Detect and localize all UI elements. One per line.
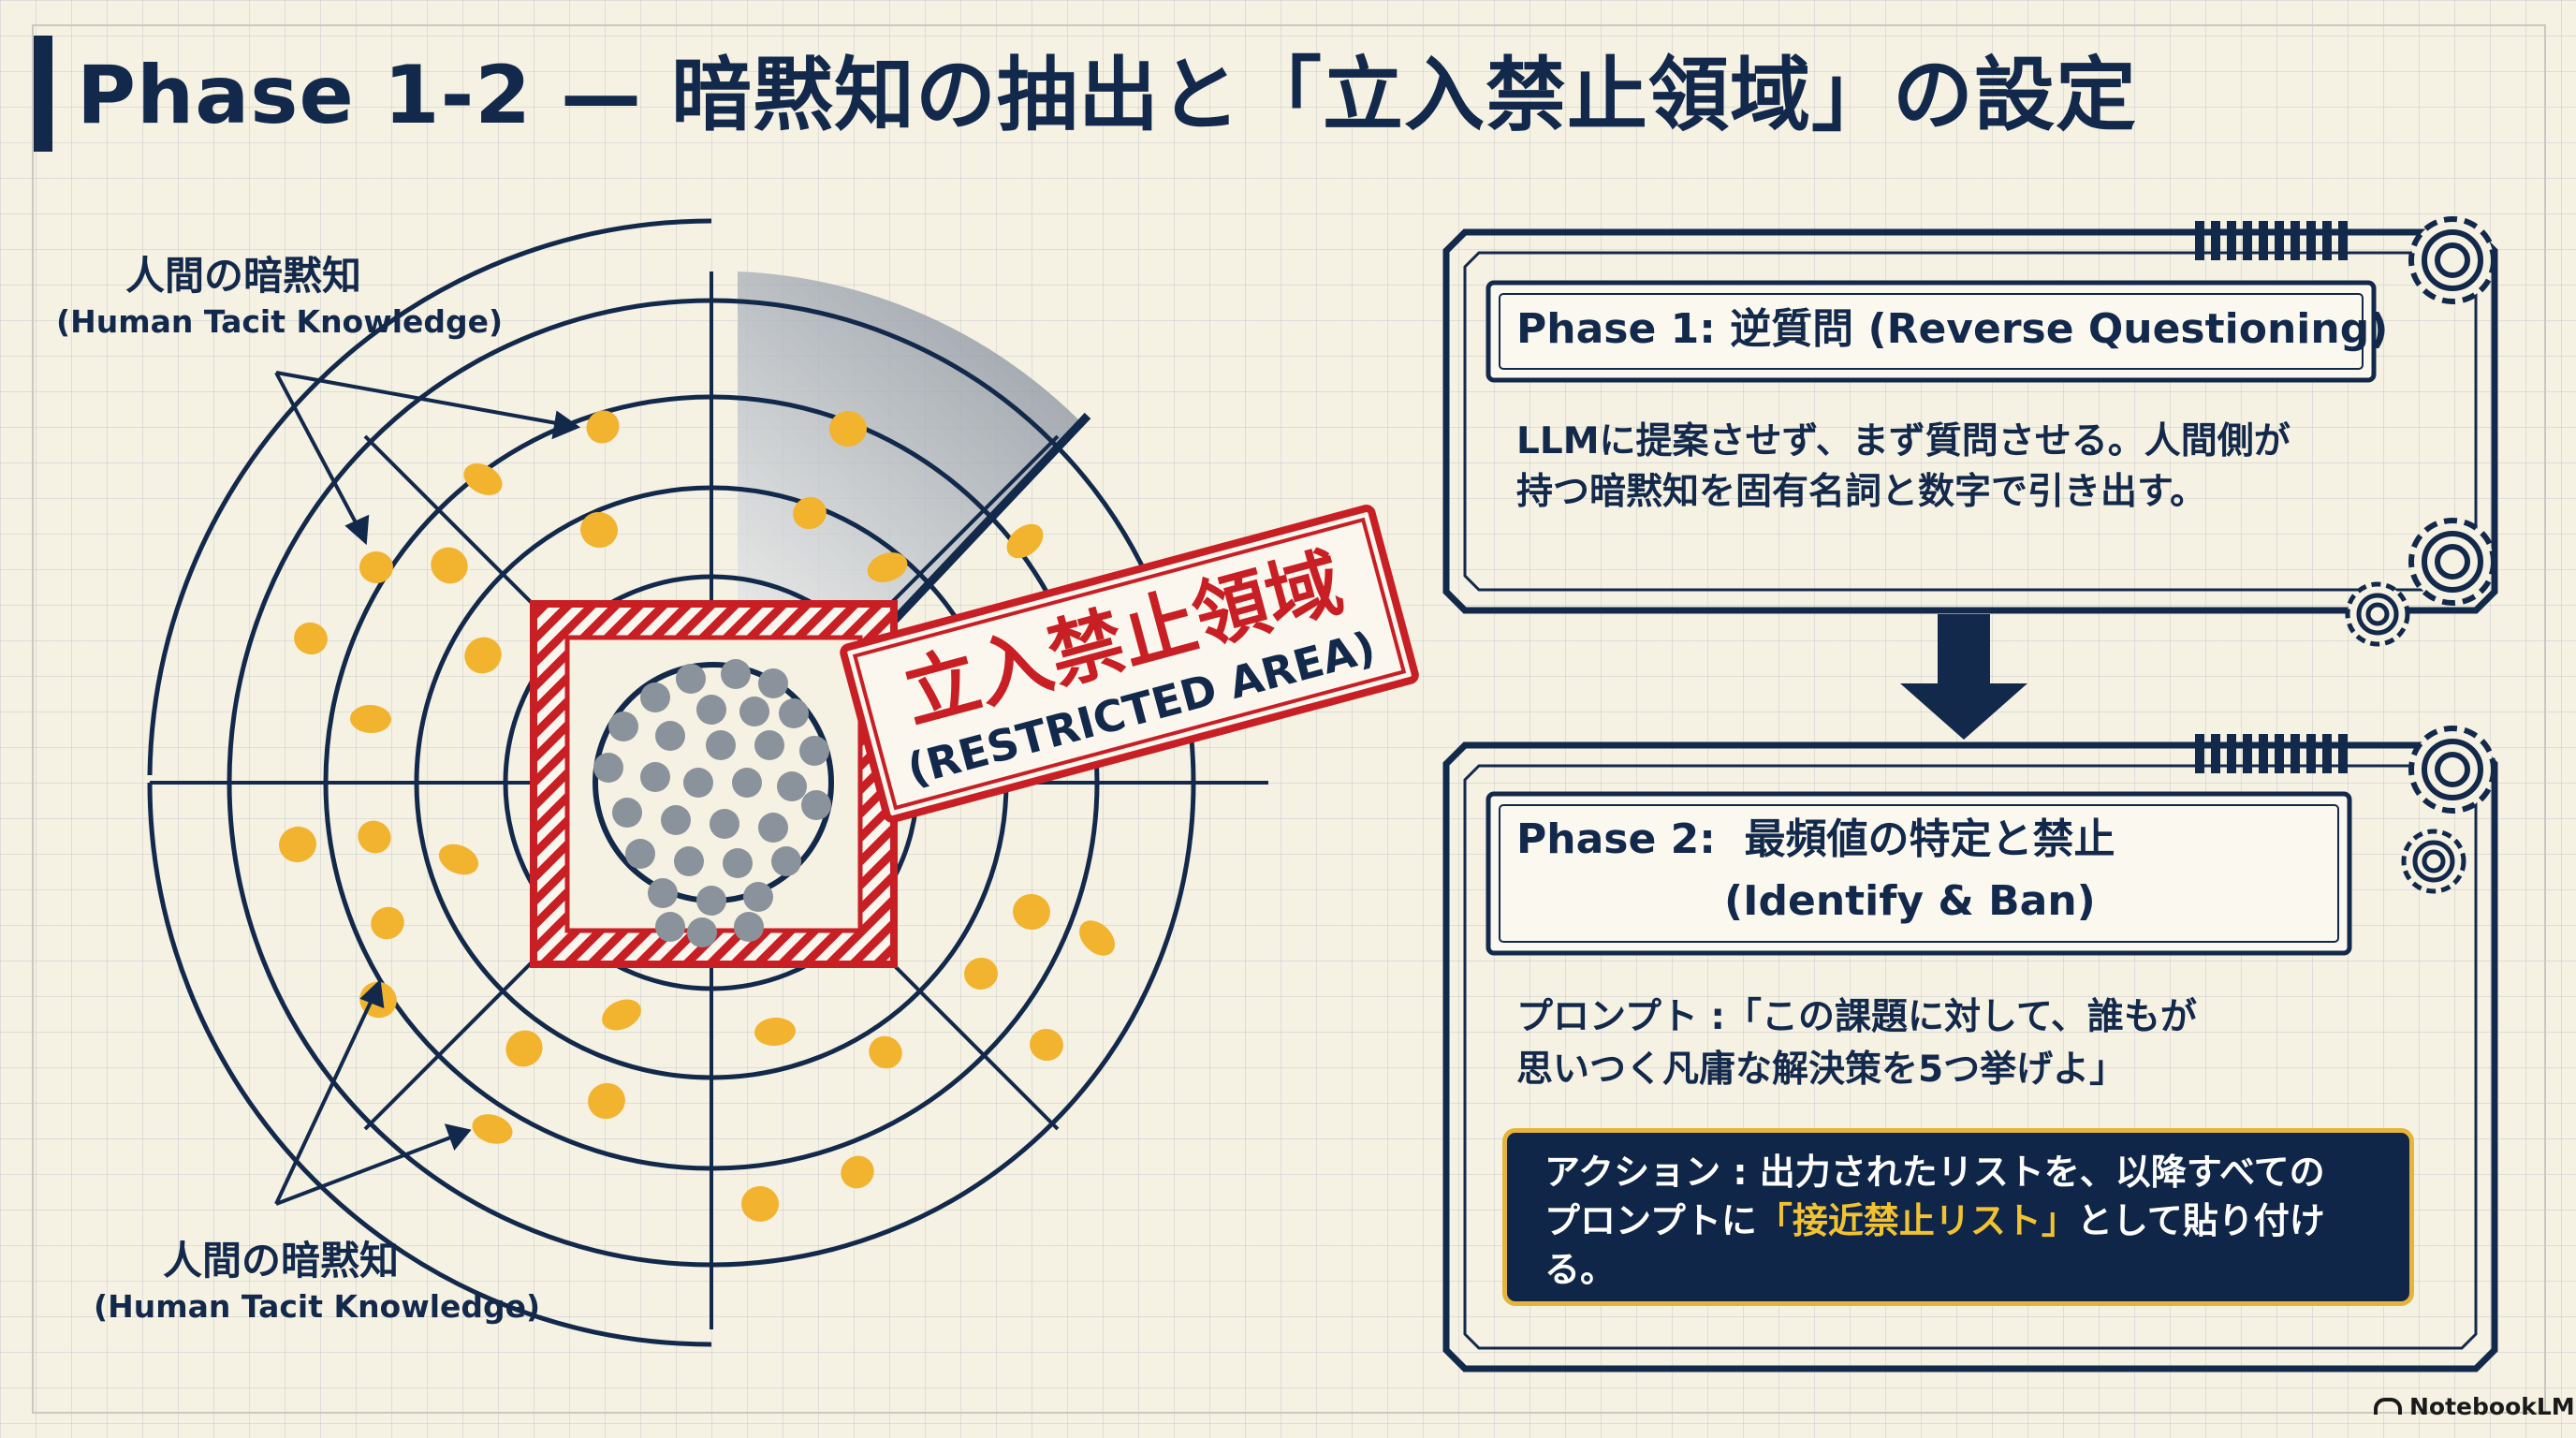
common-idea-dot — [648, 878, 678, 908]
common-idea-dot — [593, 753, 623, 783]
tacit-knowledge-dot — [1006, 523, 1044, 559]
common-idea-dot — [758, 813, 788, 843]
common-idea-dot — [706, 730, 736, 760]
common-idea-dot — [608, 712, 638, 741]
label-bottom-en: (Human Tacit Knowledge) — [94, 1288, 541, 1325]
common-idea-dot — [710, 809, 739, 839]
tacit-knowledge-diagram — [147, 218, 1268, 1347]
common-idea-dot — [655, 721, 685, 751]
tacit-knowledge-dot — [358, 820, 391, 854]
tacit-knowledge-dot — [350, 704, 391, 734]
common-idea-dot — [754, 730, 784, 760]
tacit-knowledge-dot — [964, 957, 998, 990]
action-callout: アクション : 出力されたリストを、以降すべての プロンプトに「接近禁止リスト」… — [1502, 1128, 2414, 1306]
common-idea-dot — [640, 682, 670, 712]
common-idea-dot — [661, 805, 691, 835]
action-line2: プロンプトに「接近禁止リスト」として貼り付け — [1544, 1196, 2372, 1245]
tacit-knowledge-dot — [829, 410, 867, 448]
common-idea-dot — [612, 798, 642, 828]
common-idea-dot — [655, 912, 685, 942]
action-line2-post: として貼り付け — [2076, 1200, 2325, 1241]
tacit-knowledge-dot — [431, 547, 468, 584]
tacit-knowledge-dot — [580, 511, 618, 549]
tacit-knowledge-dot — [438, 844, 479, 875]
tacit-knowledge-dot — [741, 1185, 779, 1223]
common-idea-dot — [779, 698, 809, 728]
tacit-knowledge-dot — [359, 550, 393, 584]
common-idea-dot — [723, 848, 753, 878]
common-idea-dot — [801, 790, 831, 820]
brand-name: NotebookLM — [2409, 1393, 2575, 1420]
common-idea-dot — [625, 839, 655, 869]
tacit-knowledge-dot — [602, 999, 641, 1031]
restricted-list-highlight: 「接近禁止リスト」 — [1756, 1200, 2077, 1241]
label-top-en: (Human Tacit Knowledge) — [56, 303, 504, 340]
tacit-knowledge-dot — [754, 1017, 796, 1047]
tacit-knowledge-dot — [463, 463, 503, 495]
brand-footer: NotebookLM — [2374, 1393, 2575, 1420]
action-line1: アクション : 出力されたリストを、以降すべての — [1544, 1152, 2325, 1193]
common-idea-dot — [758, 668, 788, 698]
action-line3: る。 — [1544, 1249, 1617, 1290]
tacit-knowledge-dot — [841, 1155, 874, 1189]
common-idea-dot — [676, 664, 706, 694]
phase1-body-line1: LLMに提案させず、まず質問させる。人間側が — [1516, 420, 2291, 462]
common-idea-dot — [674, 846, 704, 876]
label-top-ja: 人間の暗黙知 — [124, 253, 361, 299]
common-idea-dot — [696, 886, 726, 916]
label-bottom-tacit-knowledge: 人間の暗黙知 (Human Tacit Knowledge) — [94, 1236, 541, 1328]
tacit-knowledge-dot — [867, 552, 908, 582]
tacit-knowledge-dot — [869, 1035, 902, 1069]
tacit-knowledge-dot — [586, 410, 620, 444]
tacit-knowledge-dot — [371, 906, 404, 940]
tacit-knowledge-dot — [464, 637, 502, 674]
title-accent-bar — [34, 36, 52, 152]
phase2-title-line1: Phase 2: 最頻値の特定と禁止 — [1516, 815, 2115, 863]
tacit-knowledge-dot — [1013, 893, 1050, 931]
common-idea-dot — [777, 771, 807, 801]
common-idea-dot — [721, 659, 751, 689]
tacit-knowledge-dot — [279, 826, 316, 863]
notebooklm-logo-icon — [2374, 1398, 2402, 1415]
common-idea-dot — [696, 695, 726, 725]
tacit-knowledge-dot — [793, 496, 827, 530]
phase1-body-line2: 持つ暗黙知を固有名詞と数字で引き出す。 — [1516, 471, 2207, 513]
page-title: Phase 1-2 — 暗黙知の抽出と「立入禁止領域」の設定 — [77, 49, 2137, 142]
tacit-knowledge-dot — [1079, 920, 1115, 956]
common-idea-dot — [732, 768, 762, 798]
common-idea-dot — [683, 768, 713, 798]
tacit-knowledge-dot — [294, 622, 328, 655]
phase2-body-line2: 思いつく凡庸な解決策を5つ挙げよ」 — [1516, 1049, 2127, 1091]
common-idea-dot — [734, 912, 764, 942]
phase2-body-line1: プロンプト :「この課題に対して、誰もが — [1516, 996, 2197, 1038]
tacit-knowledge-dot — [472, 1114, 513, 1144]
tacit-knowledge-dot — [505, 1030, 543, 1067]
outer-arc — [147, 218, 712, 776]
phase2-title-line2: (Identify & Ban) — [1724, 877, 2096, 925]
common-idea-dot — [687, 917, 717, 947]
pointer-arrows — [274, 371, 581, 1206]
common-idea-dot — [739, 697, 769, 726]
outer-arc — [147, 782, 712, 1347]
common-idea-dot — [799, 736, 829, 766]
common-idea-dot — [640, 762, 670, 792]
common-idea-dot — [771, 846, 801, 876]
tacit-knowledge-dot — [588, 1082, 625, 1120]
tacit-knowledge-dot — [1030, 1028, 1063, 1062]
label-bottom-ja: 人間の暗黙知 — [162, 1238, 399, 1284]
action-line2-pre: プロンプトに — [1544, 1200, 1757, 1241]
common-idea-dot — [743, 882, 773, 912]
phase1-title: Phase 1: 逆質問 (Reverse Questioning) — [1516, 305, 2389, 353]
page-frame — [32, 24, 2546, 1414]
label-top-tacit-knowledge: 人間の暗黙知 (Human Tacit Knowledge) — [56, 251, 504, 343]
